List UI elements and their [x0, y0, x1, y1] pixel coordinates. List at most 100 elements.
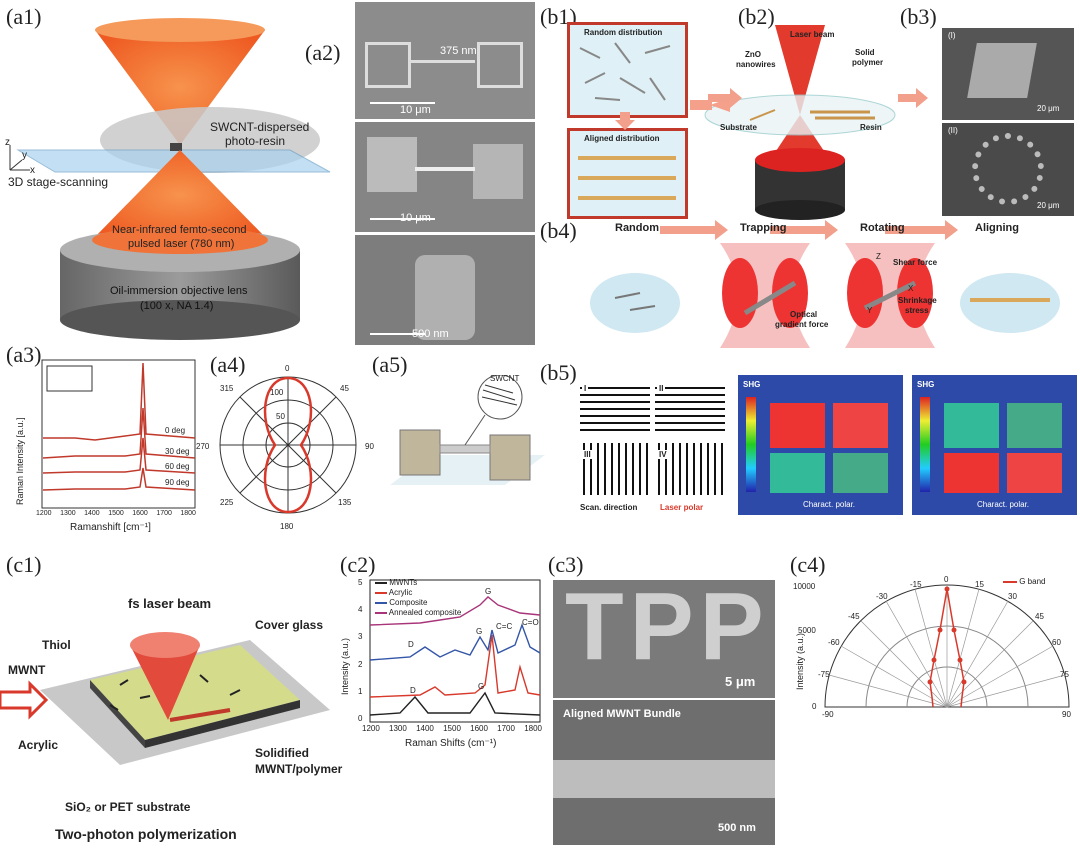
a3-curve-label-60: 60 deg: [165, 462, 190, 471]
label-a2: (a2): [305, 40, 341, 65]
label-b4: (b4): [540, 218, 577, 243]
scale-a2-3: 500 nm: [412, 328, 449, 340]
axis-y-label: y: [22, 150, 27, 161]
c2-peak-g-mid: G: [476, 627, 483, 636]
laser-label-2: pulsed laser (780 nm): [128, 238, 235, 250]
a4-angle-0: 0: [285, 364, 290, 373]
b5-q4: IV: [657, 450, 669, 459]
c4-angle-m90: -90: [822, 710, 834, 719]
c1-mwnt-label: MWNT: [8, 663, 46, 677]
c2-peak-co: C=O: [522, 618, 539, 627]
raman-curve-0deg: [43, 362, 196, 441]
sem-b3-spiral: (II) 20 μm: [942, 123, 1074, 216]
stage-rotating: Rotating: [860, 222, 905, 234]
a4-polar-chart: [219, 376, 357, 514]
a3-curve-label-0: 0 deg: [165, 426, 186, 435]
b1-down-arrow: [615, 112, 635, 130]
c2-peak-d-mid: D: [408, 640, 414, 649]
label-a4: (a4): [210, 352, 246, 377]
raman-curve-60deg: [42, 437, 196, 474]
b4-shrink-label-2: stress: [905, 306, 929, 315]
c2-ylabel: Intensity (a.u.): [340, 637, 350, 695]
b5-shg-map-vertical: SHG Charact. polar.: [912, 375, 1077, 515]
c2-series-mwnts: [369, 691, 541, 716]
sem-c3-mwnt-bundle: Aligned MWNT Bundle 500 nm: [553, 700, 775, 845]
b5-q3: III: [582, 450, 593, 459]
c4-ylabel: Intensity (a.u.): [795, 632, 805, 690]
lens-label-1: Oil-immersion objective lens: [110, 285, 248, 297]
c4-angle-m15: -15: [910, 580, 922, 589]
b2-laser-label: Laser beam: [790, 30, 835, 39]
stage-aligning: Aligning: [975, 222, 1019, 234]
b1-to-b2-arrow: [708, 88, 742, 108]
laser-label-1: Near-infrared femto-second: [112, 224, 247, 236]
c2-xlabel: Raman Shifts (cm⁻¹): [405, 738, 497, 749]
label-b5: (b5): [540, 360, 577, 385]
scale-a2-2: 10 μm: [400, 212, 431, 224]
b4-grad-label-2: gradient force: [775, 320, 829, 329]
b5-q2: II: [657, 384, 666, 393]
a3-xlabel: Ramanshift [cm⁻¹]: [70, 522, 151, 533]
a3-curve-label-30: 30 deg: [165, 447, 190, 456]
c2-raman-chart: [369, 579, 541, 723]
sem-wire-closeup: [355, 235, 535, 345]
upper-cone: [95, 30, 265, 145]
c4-r-5000: 5000: [798, 626, 816, 635]
a5-swcnt-label: SWCNT: [490, 374, 520, 383]
b4-axis-z: Z: [876, 252, 881, 261]
swcnt-label: SWCNT-dispersed: [210, 120, 310, 134]
stage-random: Random: [615, 222, 659, 234]
c4-legend: G band: [1003, 577, 1045, 586]
a4-radial-50: 50: [276, 412, 285, 421]
a4-angle-90: 90: [365, 442, 374, 451]
dim-375nm: 375 nm: [440, 45, 477, 57]
c4-angle-90: 90: [1062, 710, 1071, 719]
label-a3: (a3): [6, 342, 42, 367]
a5-schematic: [390, 375, 545, 485]
b4-axis-y: Y: [867, 306, 873, 315]
c2-peak-g-top: G: [485, 587, 492, 596]
a4-angle-225: 225: [220, 498, 234, 507]
a4-polar-curve: [263, 376, 313, 514]
label-c1: (c1): [6, 552, 42, 577]
c4-angle-30: 30: [1008, 592, 1017, 601]
label-a5: (a5): [372, 352, 408, 377]
a4-angle-270: 270: [196, 442, 210, 451]
b5-scan-label: Scan. direction: [580, 503, 638, 512]
b4-shear-label: Shear force: [893, 258, 938, 267]
c2-series-annealed: [369, 596, 541, 626]
c2-legend: MWNTs Acrylic Composite Annealed composi…: [375, 578, 461, 618]
c4-polar-chart: [824, 584, 1070, 708]
c2-peak-g-low: G: [478, 682, 485, 691]
c4-r-10000: 10000: [793, 582, 816, 591]
a4-angle-135: 135: [338, 498, 352, 507]
sem-c3-tpp-letters: TPP 5 μm: [553, 573, 775, 698]
label-c2: (c2): [340, 552, 376, 577]
c4-angle-m45: -45: [848, 612, 860, 621]
b5-shg-map-horizontal: SHG Charact. polar.: [738, 375, 903, 515]
panel-b4-illustrations: [590, 243, 1060, 348]
photoresin-label: photo-resin: [225, 134, 286, 148]
c1-solid-label-1: Solidified: [255, 746, 309, 760]
random-distribution-box: Random distribution: [567, 22, 688, 118]
label-c4: (c4): [790, 552, 826, 577]
c1-solid-label-2: MWNT/polymer: [255, 762, 343, 776]
a4-angle-45: 45: [340, 384, 349, 393]
c4-angle-m30: -30: [876, 592, 888, 601]
b5-scan-pattern: [580, 387, 725, 495]
c1-cover-label: Cover glass: [255, 618, 324, 632]
c4-angle-0: 0: [944, 575, 949, 584]
b5-laserpolar-label: Laser polar: [660, 503, 704, 512]
raman-curve-90deg: [42, 467, 196, 491]
scale-a2-1: 10 μm: [400, 104, 431, 116]
b4-axis-x: X: [908, 284, 914, 293]
b2-solid-label-2: polymer: [852, 58, 884, 67]
raman-curve-30deg: [42, 407, 196, 459]
lens-label-2: (100 x, NA 1.4): [140, 300, 214, 312]
sem-bridge-top: [355, 2, 535, 119]
a3-ylabel: Raman Intensity [a.u.]: [15, 417, 25, 505]
a4-angle-315: 315: [220, 384, 234, 393]
stage-label: 3D stage-scanning: [8, 175, 109, 189]
